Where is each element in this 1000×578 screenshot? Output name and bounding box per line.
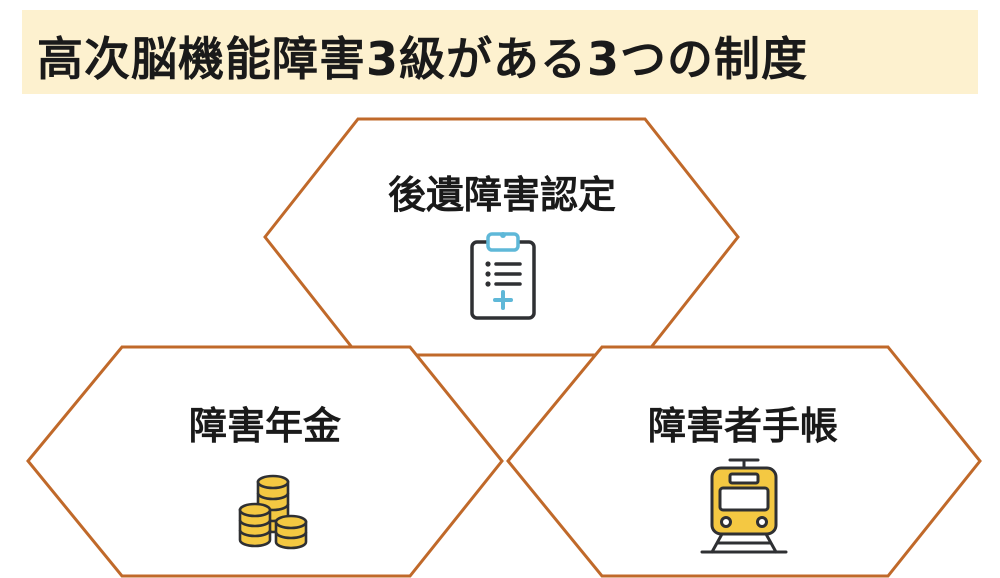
title-banner: 高次脳機能障害3級がある3つの制度 xyxy=(22,10,978,94)
clipboard-icon xyxy=(470,232,536,320)
label-shougai-nenkin: 障害年金 xyxy=(188,404,341,448)
page-title: 高次脳機能障害3級がある3つの制度 xyxy=(37,32,809,86)
coins-icon xyxy=(238,474,308,550)
train-icon xyxy=(700,458,788,554)
label-kouishougai-nintei: 後遺障害認定 xyxy=(387,173,616,217)
hexagon-left xyxy=(26,345,504,578)
label-shougaisha-techou: 障害者手帳 xyxy=(647,404,838,448)
